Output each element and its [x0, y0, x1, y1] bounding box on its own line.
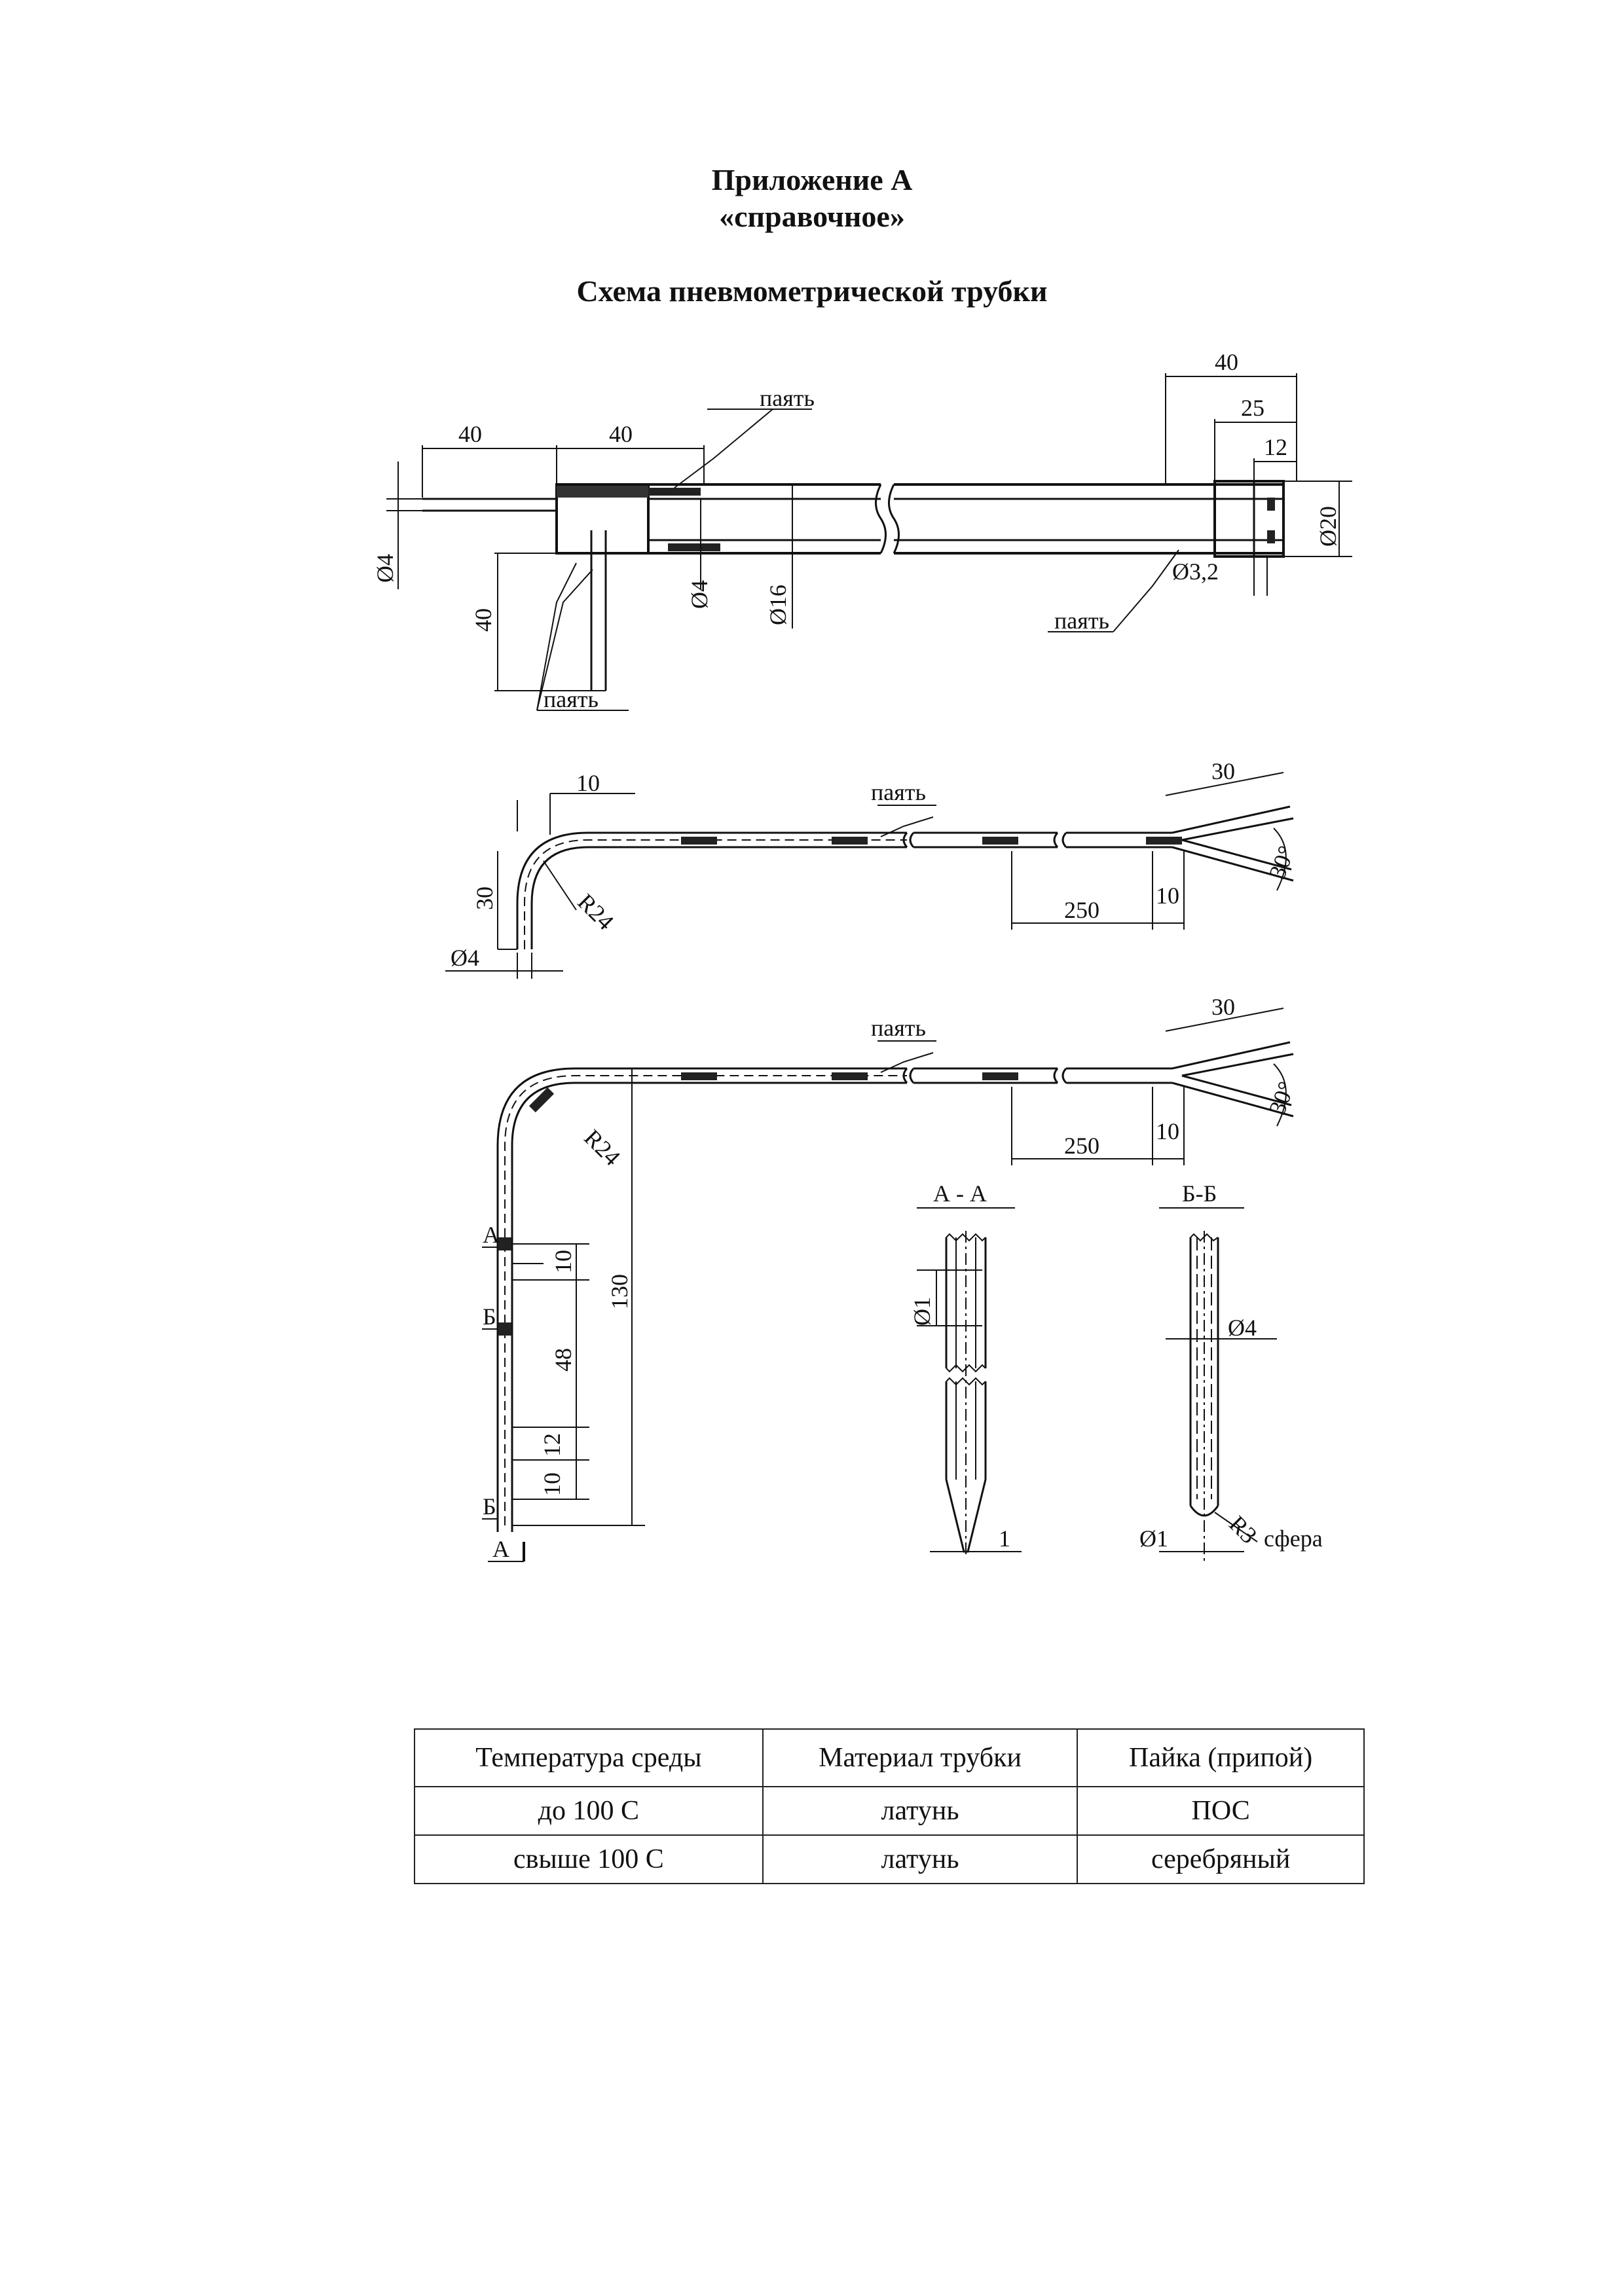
table-header-cell: Температура среды [414, 1728, 764, 1787]
section-b-b-dim-d4: Ø4 [1228, 1315, 1257, 1341]
fig1-solder-right: паять [1054, 608, 1109, 634]
section-a-a [917, 1207, 1022, 1558]
fig3-dim-10-b: 10 [539, 1472, 565, 1496]
scheme-title: Схема пневмометрической трубки [576, 274, 1048, 308]
table-cell: свыше 100 С [414, 1834, 764, 1884]
fig3-angle: 30° [1264, 1078, 1300, 1118]
table-cell: серебряный [1077, 1834, 1365, 1884]
fig3-dim-250: 250 [1064, 1133, 1099, 1159]
fig1-solder-top: паять [760, 385, 815, 411]
fig1-dim-d4-mid: Ø4 [686, 580, 712, 609]
fig3-dim-30-fork: 30 [1211, 994, 1235, 1020]
fig1-dim-d4-left: Ø4 [372, 554, 398, 583]
table-row: до 100 С латунь ПОС [414, 1786, 1365, 1836]
fig1-dim-d16: Ø16 [765, 585, 791, 625]
section-mark-b-bottom: Б [483, 1493, 496, 1520]
fig2-dim-d4: Ø4 [451, 945, 479, 971]
fig1-dim-40-vert: 40 [470, 608, 496, 632]
section-b-b-dim-d1: Ø1 [1139, 1525, 1168, 1552]
figure-3-long-probe [482, 1008, 1294, 1562]
fig1-dim-25: 25 [1241, 395, 1264, 421]
appendix-subtitle: «справочное» [719, 200, 905, 233]
section-a-a-dim-1: 1 [999, 1525, 1010, 1552]
fig2-dim-10: 10 [576, 770, 600, 796]
fig2-dim-30-fork: 30 [1211, 758, 1235, 784]
section-mark-b-top: Б [483, 1303, 496, 1330]
fig3-dim-10-end: 10 [1156, 1118, 1179, 1144]
fig3-dim-130: 130 [606, 1274, 633, 1309]
fig2-dim-250: 250 [1064, 897, 1099, 923]
section-b-b-radius: R3 [1224, 1510, 1262, 1548]
fig1-dim-d20: Ø20 [1315, 506, 1341, 547]
fig2-solder: паять [871, 779, 926, 805]
fig3-dim-10-a: 10 [550, 1250, 576, 1273]
fig2-radius: R24 [572, 888, 619, 935]
fig1-dim-12: 12 [1264, 434, 1287, 460]
table-cell: латунь [762, 1786, 1079, 1836]
figure-2-short-probe [445, 772, 1294, 979]
section-mark-a-top: А [483, 1222, 500, 1248]
table-cell: до 100 С [414, 1786, 764, 1836]
fig2-dim-10-end: 10 [1156, 883, 1179, 909]
appendix-title: Приложение А [711, 163, 913, 196]
figure-1-tube-assembly [386, 373, 1352, 711]
fig2-dim-30-vert: 30 [471, 886, 498, 910]
section-b-b-sphere: сфера [1264, 1525, 1323, 1552]
fig3-radius: R24 [579, 1124, 625, 1171]
section-a-a-title: А - А [933, 1180, 987, 1207]
fig1-dim-40-right: 40 [1215, 349, 1238, 375]
section-mark-a-bottom: А [492, 1536, 509, 1562]
fig1-dim-40-left: 40 [458, 421, 482, 447]
fig3-dim-12: 12 [539, 1433, 565, 1457]
table-cell: латунь [762, 1834, 1079, 1884]
table-header-cell: Пайка (припой) [1077, 1728, 1365, 1787]
section-b-b-title: Б-Б [1182, 1180, 1217, 1207]
table-header-cell: Материал трубки [762, 1728, 1079, 1787]
table-row: свыше 100 С латунь серебряный [414, 1834, 1365, 1884]
fig1-dim-40-mid: 40 [609, 421, 633, 447]
fig3-solder: паять [871, 1015, 926, 1041]
fig1-dim-d32: Ø3,2 [1172, 558, 1219, 585]
section-a-a-dim-d1: Ø1 [909, 1297, 935, 1326]
section-b-b [1159, 1207, 1277, 1561]
fig3-dim-48: 48 [550, 1348, 576, 1372]
table-cell: ПОС [1077, 1786, 1365, 1836]
fig1-solder-bottom: паять [544, 686, 599, 712]
table-header-row: Температура среды Материал трубки Пайка … [414, 1728, 1365, 1787]
fig2-angle: 30° [1264, 843, 1300, 883]
specification-table: Температура среды Материал трубки Пайка … [414, 1728, 1365, 1884]
